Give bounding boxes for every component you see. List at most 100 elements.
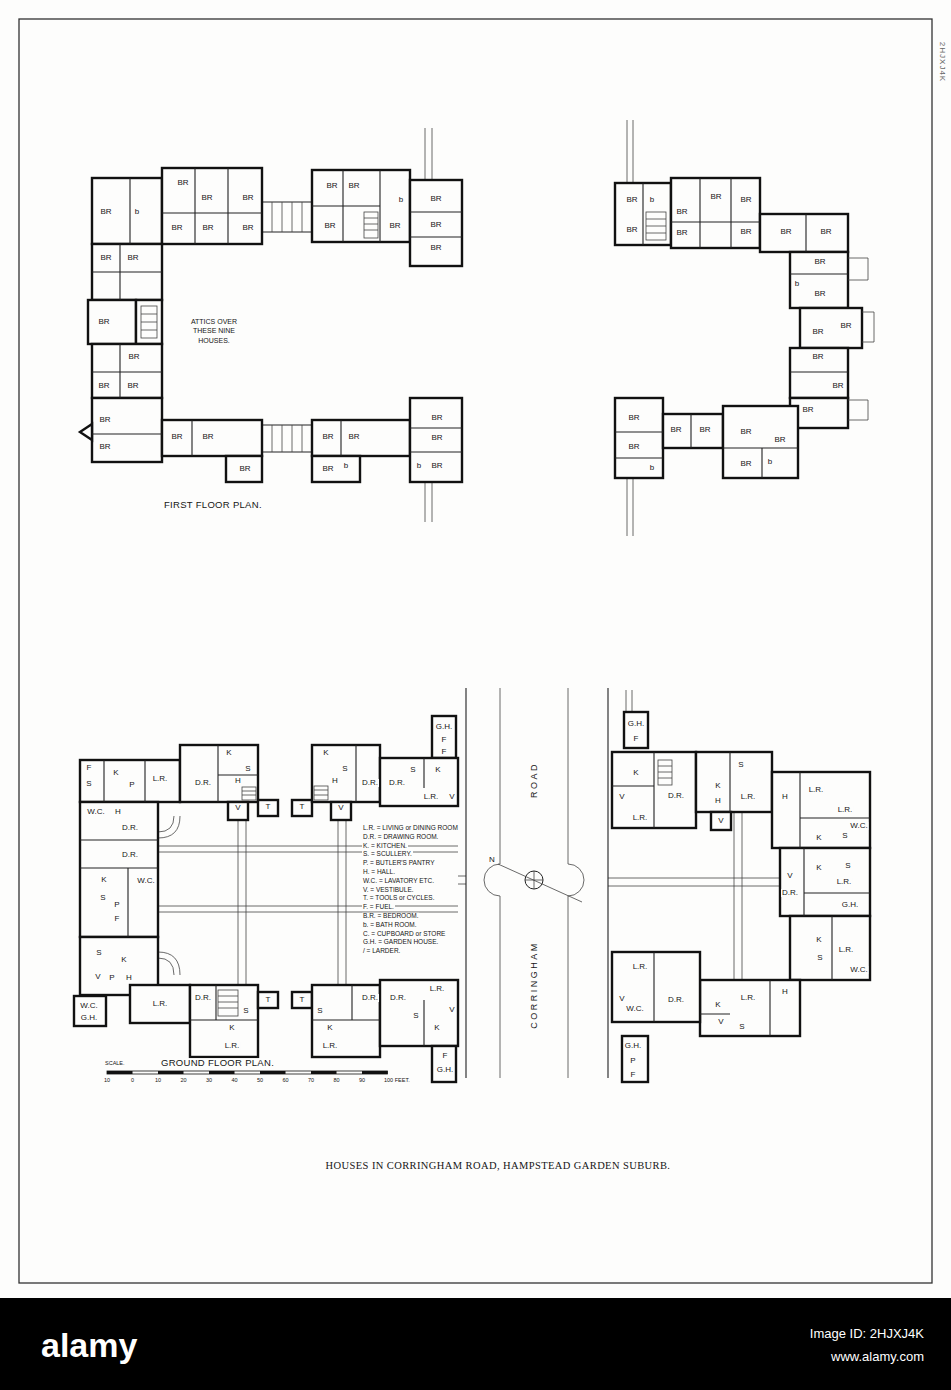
room-label: L.R.	[632, 814, 649, 822]
room-label: BR	[97, 382, 110, 390]
ground-floor-right-block	[772, 772, 870, 848]
watermark-logo: alamy	[40, 1328, 138, 1362]
ground-floor-left-block	[74, 996, 106, 1026]
first-floor-left-block	[92, 168, 462, 456]
room-label: BR	[813, 290, 826, 298]
first-floor-left-block	[92, 344, 162, 398]
room-label: H	[781, 793, 789, 801]
first-floor-left-block	[410, 398, 462, 482]
room-label: BR	[709, 193, 722, 201]
room-label: D.R.	[194, 994, 212, 1002]
room-label: L.R.	[808, 786, 825, 794]
ground-floor-right-block	[790, 916, 870, 980]
first-floor-right-block	[790, 252, 848, 308]
scale-number: 30	[205, 1078, 213, 1084]
room-label: BR	[739, 460, 752, 468]
room-label: K	[326, 1024, 333, 1032]
scale-number: 10	[103, 1078, 111, 1084]
room-label: L.R.	[152, 775, 169, 783]
ground-floor-right-block	[622, 1036, 648, 1082]
room-label: G.H.	[435, 723, 453, 731]
room-label: BR	[739, 428, 752, 436]
first-floor-left-block	[312, 456, 360, 482]
room-label: BR	[201, 224, 214, 232]
room-label: S	[341, 765, 348, 773]
ground-floor-right-block	[658, 766, 672, 778]
ground-floor-left-block	[312, 985, 380, 1057]
legend-key-line: F. = FUEL.	[362, 904, 395, 911]
room-label: BR	[98, 416, 111, 424]
room-label: P	[108, 974, 115, 982]
room-label: S	[316, 1007, 323, 1015]
room-label: K	[815, 936, 822, 944]
room-label: BR	[625, 196, 638, 204]
first-floor-left-block	[141, 314, 157, 330]
first-floor-right-block	[723, 406, 798, 478]
legend-key-line: H. = HALL.	[362, 869, 396, 876]
plan-heading: FIRST FLOOR PLAN.	[163, 500, 263, 510]
room-label: BR	[819, 228, 832, 236]
room-label: T	[299, 996, 306, 1004]
room-label: S	[244, 765, 251, 773]
room-label: BR	[126, 254, 139, 262]
room-label: BR	[669, 426, 682, 434]
room-label: L.R.	[740, 793, 757, 801]
room-label: G.H.	[627, 720, 645, 728]
room-label: W.C.	[849, 822, 868, 830]
first-floor-right-block	[848, 258, 874, 420]
room-label: BR	[627, 414, 640, 422]
room-label: BR	[97, 318, 110, 326]
ground-floor-left-block	[314, 790, 328, 795]
room-label: b	[794, 280, 800, 288]
ground-floor-left-block	[228, 802, 248, 820]
scale-number: 40	[230, 1078, 238, 1084]
room-label: BR	[675, 229, 688, 237]
room-label: V	[337, 804, 344, 812]
room-label: V	[94, 973, 101, 981]
room-label: b	[767, 458, 773, 466]
first-floor-right-block	[760, 214, 848, 252]
ground-floor-left-block	[242, 787, 256, 800]
room-label: BR	[429, 221, 442, 229]
plan-heading: GROUND FLOOR PLAN.	[160, 1058, 275, 1068]
scale-number: 0	[130, 1078, 135, 1084]
room-label: BR	[813, 258, 826, 266]
room-label: P	[128, 781, 135, 789]
room-label: b	[343, 462, 349, 470]
room-label: T	[265, 803, 272, 811]
room-label: D.R.	[388, 779, 406, 787]
image-id-mark: 2HJXJ4K	[938, 41, 946, 83]
room-label: H	[714, 797, 722, 805]
legend-key-line: T. = TOOLS or CYCLES.	[362, 895, 435, 902]
first-floor-left-block	[136, 300, 162, 344]
room-label: S	[412, 1012, 419, 1020]
room-label: BR	[238, 465, 251, 473]
legend-key-line: D.R. = DRAWING ROOM.	[362, 834, 439, 841]
room-label: BR	[801, 406, 814, 414]
room-label: H	[781, 988, 789, 996]
first-floor-right-block	[615, 120, 874, 536]
room-label: V	[448, 1006, 455, 1014]
room-label: V	[618, 793, 625, 801]
first-floor-left-block	[312, 420, 410, 456]
room-label: W.C.	[136, 877, 155, 885]
legend-key-line: W.C. = LAVATORY ETC.	[362, 878, 435, 885]
first-floor-left-block	[88, 300, 136, 344]
room-label: L.R.	[632, 963, 649, 971]
first-floor-right-block	[663, 414, 723, 448]
room-label: K	[714, 1001, 721, 1009]
room-label: P	[629, 1057, 636, 1065]
ground-floor-left-block	[432, 716, 456, 758]
legend-key-line: G.H. = GARDEN HOUSE.	[362, 939, 439, 946]
ground-floor-right-block	[624, 712, 648, 748]
room-label: W.C.	[849, 966, 868, 974]
room-label: BR	[388, 222, 401, 230]
room-label: S	[85, 780, 92, 788]
scale-bar	[209, 1071, 235, 1074]
room-label: D.R.	[667, 792, 685, 800]
room-label: BR	[241, 224, 254, 232]
room-label: F	[114, 915, 121, 923]
room-label: G.H.	[436, 1066, 454, 1074]
first-floor-left-block	[80, 128, 462, 522]
